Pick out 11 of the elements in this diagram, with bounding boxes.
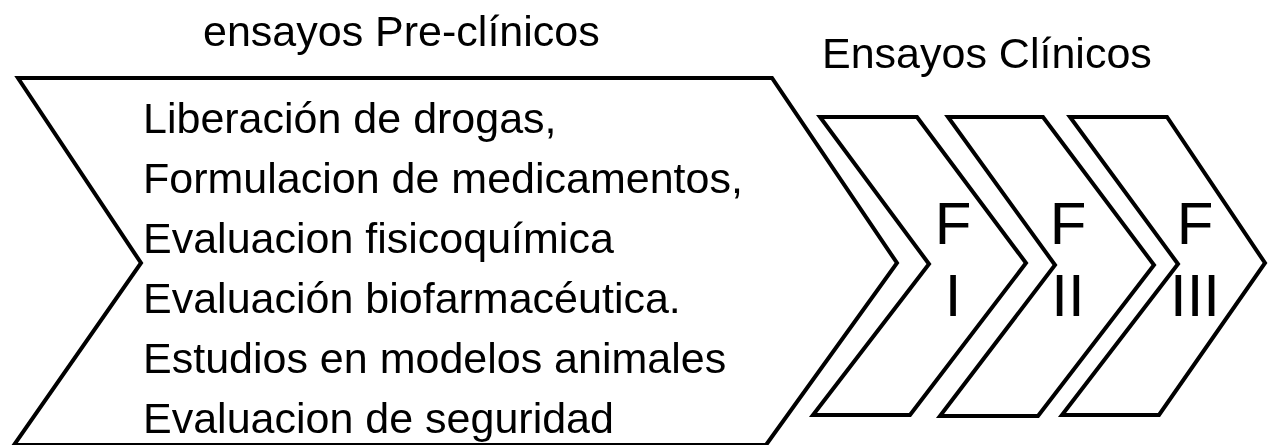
list-item: Formulacion de medicamentos, <box>143 153 743 204</box>
list-item: Evaluación biofarmacéutica. <box>143 273 681 324</box>
phase-label: F I <box>933 189 973 331</box>
stage-heading: ensayos Pre-clínicos <box>203 6 600 56</box>
list-item: Evaluacion de seguridad <box>143 393 614 444</box>
list-item: Liberación de drogas, <box>143 93 557 144</box>
phase-label: F II <box>1048 189 1088 331</box>
section-heading: Ensayos Clínicos <box>822 28 1152 78</box>
phase-label: F III <box>1169 189 1221 331</box>
list-item: Evaluacion fisicoquímica <box>143 213 614 264</box>
list-item: Estudios en modelos animales <box>143 333 727 384</box>
